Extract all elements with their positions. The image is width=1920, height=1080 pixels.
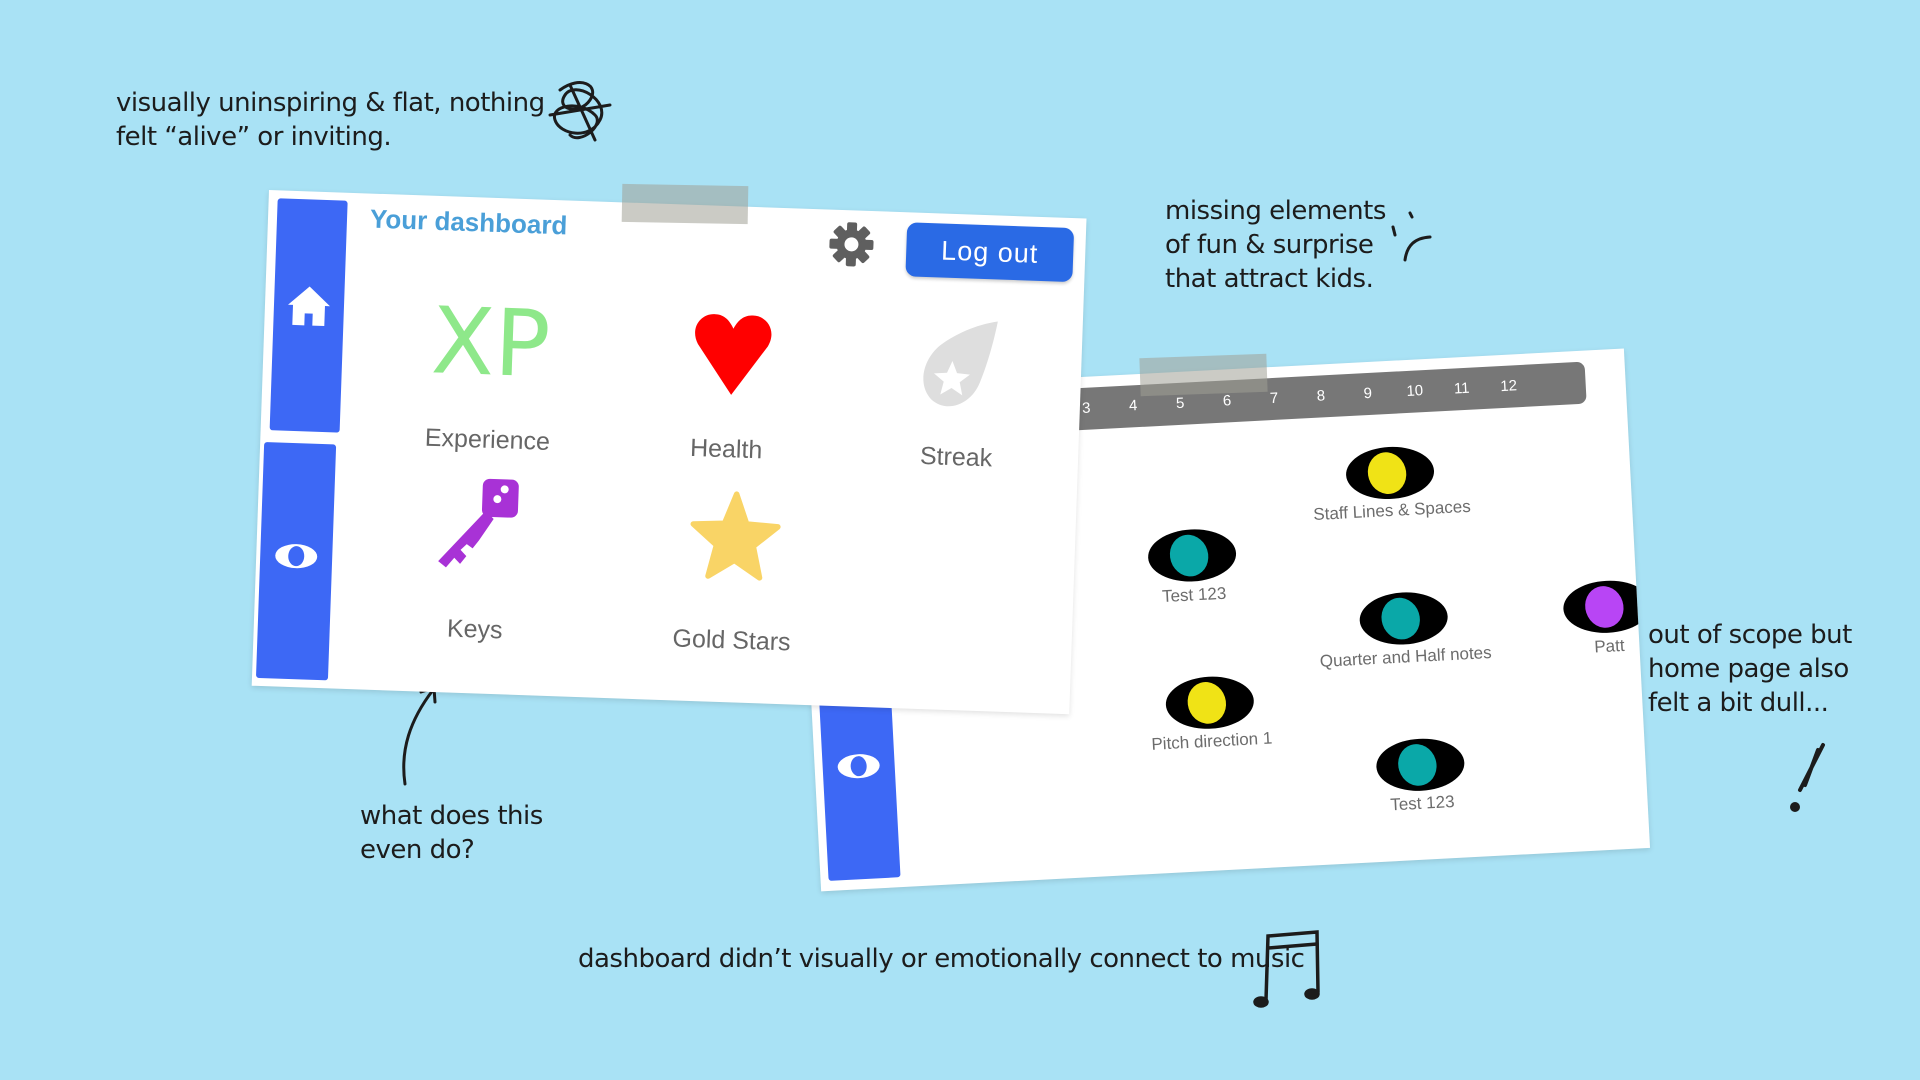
ruler-tick[interactable]: 4 bbox=[1128, 397, 1138, 415]
annotation-line: even do? bbox=[360, 835, 475, 865]
stat-label: Streak bbox=[919, 441, 993, 473]
annotation-line: that attract kids. bbox=[1165, 264, 1374, 294]
annotation-line: felt a bit dull... bbox=[1648, 688, 1829, 718]
annotation-flat: visually uninspiring & flat, nothing fel… bbox=[116, 86, 545, 154]
music-note-icon bbox=[1253, 930, 1320, 1008]
lesson-node-iris bbox=[1182, 677, 1232, 729]
lesson-node[interactable] bbox=[1344, 444, 1436, 502]
annotation-line: visually uninspiring & flat, nothing bbox=[116, 88, 545, 118]
annotation-line: out of scope but bbox=[1648, 620, 1852, 650]
ruler-tick[interactable]: 11 bbox=[1453, 379, 1470, 398]
heart-icon bbox=[695, 314, 772, 395]
lesson-label: Staff Lines & Spaces bbox=[1312, 496, 1472, 525]
annotation-line: of fun & surprise bbox=[1165, 230, 1374, 260]
eye-icon bbox=[275, 544, 318, 569]
page-title: Your dashboard bbox=[369, 203, 568, 241]
lesson-label: Patt bbox=[1593, 635, 1626, 657]
ruler-tick[interactable]: 7 bbox=[1269, 389, 1279, 408]
logout-button[interactable]: Log out bbox=[905, 222, 1075, 283]
lesson-label: Test 123 bbox=[1161, 583, 1227, 607]
annotation-dull: out of scope but home page also felt a b… bbox=[1648, 618, 1852, 720]
annotation-music: dashboard didn’t visually or emotionally… bbox=[578, 942, 1305, 976]
lesson-node-iris bbox=[1579, 581, 1629, 633]
sidebar-item-home[interactable] bbox=[269, 198, 348, 433]
sidebar-item-eye[interactable] bbox=[255, 441, 337, 681]
dashboard-panel: Your dashboard Log out XP Experience Hea… bbox=[251, 190, 1087, 715]
lesson-node[interactable] bbox=[1358, 590, 1449, 647]
comet-star-icon bbox=[923, 321, 998, 407]
sad-face-doodle-icon bbox=[1391, 211, 1432, 262]
annotation-fun: missing elements of fun & surprise that … bbox=[1165, 194, 1386, 296]
xp-stat-icon: XP bbox=[429, 287, 552, 399]
lesson-node-iris bbox=[1376, 592, 1426, 645]
lesson-node[interactable] bbox=[1146, 527, 1238, 584]
tape-strip bbox=[1139, 353, 1268, 397]
lesson-node[interactable] bbox=[1375, 736, 1466, 794]
lesson-node-iris bbox=[1362, 447, 1412, 499]
scribble-icon bbox=[548, 81, 612, 142]
lesson-node[interactable] bbox=[1164, 674, 1256, 731]
lesson-label: Pitch direction 1 bbox=[1150, 728, 1273, 754]
ruler-tick[interactable]: 8 bbox=[1316, 387, 1326, 405]
ruler-tick[interactable]: 12 bbox=[1499, 377, 1518, 396]
star-icon bbox=[690, 491, 781, 581]
stat-label: Keys bbox=[446, 614, 504, 645]
gear-icon[interactable] bbox=[827, 220, 877, 270]
stat-label: Experience bbox=[424, 423, 551, 456]
lesson-node-iris bbox=[1392, 739, 1442, 791]
lesson-node-iris bbox=[1164, 529, 1214, 582]
lesson-node[interactable] bbox=[1562, 578, 1651, 636]
annotation-line: what does this bbox=[360, 801, 543, 831]
home-page-panel: 3 4 5 6 7 8 9 10 11 12 Staff Lines & Spa… bbox=[795, 348, 1651, 892]
exclamation-doodle-icon bbox=[1790, 743, 1825, 812]
ruler-tick[interactable]: 10 bbox=[1406, 382, 1424, 400]
ruler-tick[interactable]: 5 bbox=[1175, 394, 1185, 413]
sidebar-item-eye[interactable] bbox=[806, 447, 901, 881]
ruler-tick[interactable]: 6 bbox=[1222, 392, 1232, 410]
stat-label: Gold Stars bbox=[672, 624, 792, 657]
annotation-what-does: what does this even do? bbox=[360, 799, 543, 867]
lesson-label: Quarter and Half notes bbox=[1319, 642, 1493, 671]
annotation-line: felt “alive” or inviting. bbox=[116, 122, 392, 152]
lesson-label: Test 123 bbox=[1389, 792, 1455, 815]
ruler-tick[interactable]: 3 bbox=[1081, 399, 1091, 417]
tape-strip bbox=[621, 183, 749, 225]
annotation-line: dashboard didn’t visually or emotionally… bbox=[578, 944, 1305, 974]
home-icon bbox=[288, 286, 330, 327]
eye-icon bbox=[837, 754, 880, 779]
annotation-line: missing elements bbox=[1165, 196, 1386, 226]
ruler-tick[interactable]: 9 bbox=[1363, 384, 1373, 403]
arrow-doodle-icon bbox=[402, 686, 437, 786]
stat-label: Health bbox=[689, 433, 763, 465]
key-icon bbox=[438, 478, 519, 568]
annotation-line: home page also bbox=[1648, 654, 1849, 684]
